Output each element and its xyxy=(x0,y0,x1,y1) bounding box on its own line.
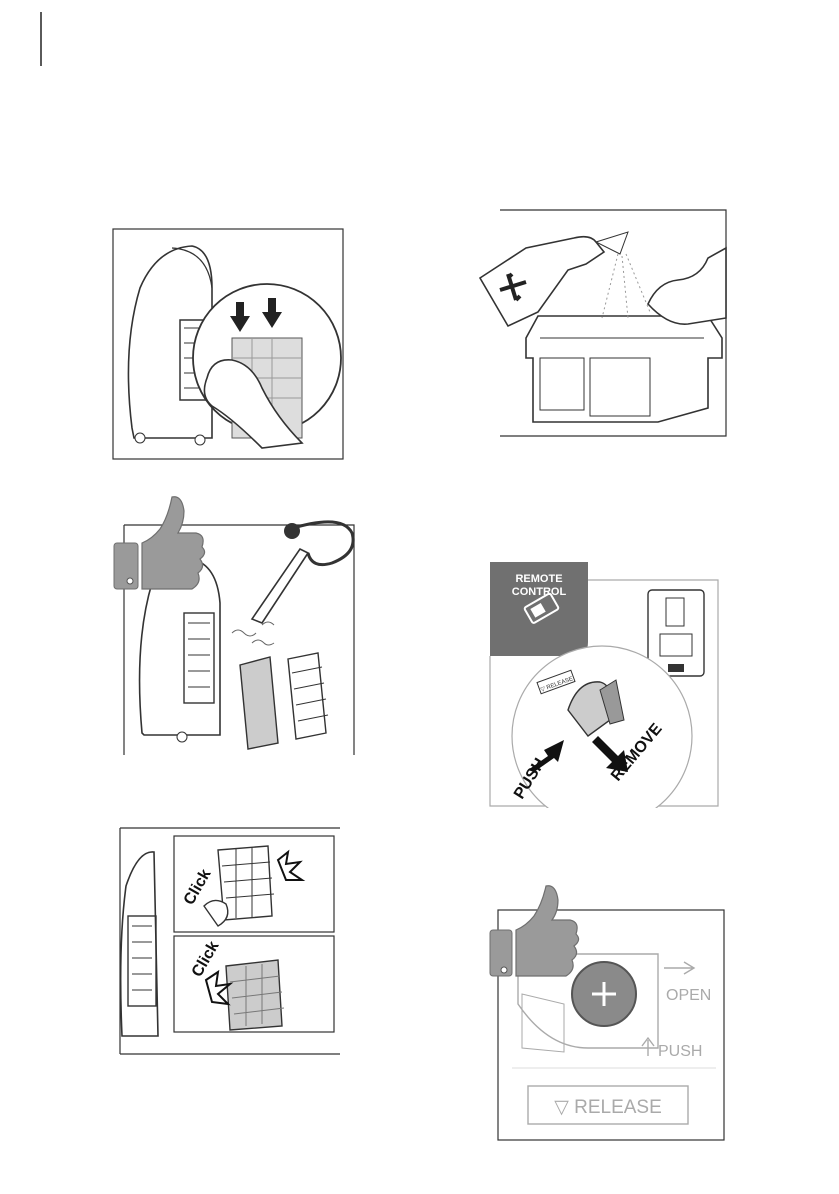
badge-line2: CONTROL xyxy=(512,586,567,598)
spray-bottle-icon xyxy=(480,232,628,326)
open-label: OPEN xyxy=(666,987,711,1004)
remote-control-badge: REMOTE CONTROL xyxy=(490,562,588,656)
figure-remote-battery: REMOTE CONTROL ▽ RELEASE PUSH REMOVE xyxy=(488,560,720,808)
release-label: ▽ RELEASE xyxy=(554,1097,662,1118)
figure-filter-click: Click Click xyxy=(118,826,342,1056)
figure-battery-cover: OPEN PUSH ▽ RELEASE xyxy=(488,884,726,1142)
figure-filter-press xyxy=(112,228,344,460)
cloth-hand-icon xyxy=(648,248,726,324)
thumbs-up-icon xyxy=(114,497,205,589)
badge-line1: REMOTE xyxy=(515,573,562,585)
page-edge-mark xyxy=(36,12,46,66)
vacuum-hose-icon xyxy=(252,522,353,623)
figure-vacuum-filters xyxy=(112,493,362,763)
figure-tank-spray xyxy=(478,208,728,438)
push-label-cover: PUSH xyxy=(658,1043,702,1060)
thumbs-up-icon-2 xyxy=(490,886,579,976)
